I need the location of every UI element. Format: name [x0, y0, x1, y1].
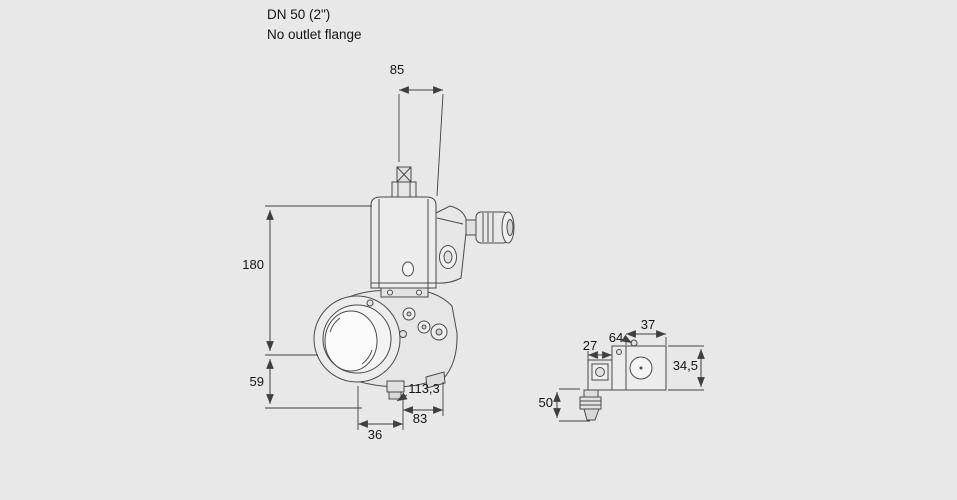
dim-50: 50: [539, 388, 590, 422]
dim-37-label: 37: [641, 317, 655, 332]
dim-64: 64: [609, 330, 633, 345]
model-label: DN 50 (2"): [267, 7, 330, 22]
flange-bore: [324, 310, 378, 372]
tap-circle-3-center: [435, 328, 443, 336]
dimensions-main: 85 180 59 36: [242, 62, 444, 442]
dim-85: 85: [390, 62, 444, 197]
bore-thread-arc-bottom: [361, 349, 373, 365]
bonnet-bolt-left: [387, 289, 393, 296]
detail-connector-circle: [595, 367, 605, 377]
dimensions-detail: 27 64 37 34,5 50: [539, 317, 705, 422]
dim-113-3-leader: [396, 392, 408, 402]
dome-port: [402, 261, 414, 277]
title-block: DN 50 (2") No outlet flange: [267, 7, 362, 42]
dim-85-label: 85: [390, 62, 404, 77]
tap-circle-2-center: [421, 324, 427, 330]
flange-screw: [366, 299, 374, 307]
gland-body: [579, 396, 602, 410]
gland-neck: [583, 389, 599, 398]
dim-37: 37: [625, 317, 667, 345]
dim-27: 27: [583, 338, 612, 361]
right-housing-edge: [436, 217, 464, 225]
cap-cross-2: [396, 166, 412, 183]
right-housing: [435, 205, 468, 284]
dim-64-label: 64: [609, 330, 623, 345]
gland-tip: [583, 408, 600, 421]
detail-screw: [616, 349, 622, 355]
detail-dial-center: [639, 366, 643, 370]
housing-port-inner: [443, 250, 453, 264]
dim-34-5-label: 34,5: [673, 358, 698, 373]
dim-59: 59: [250, 359, 362, 409]
valve-main-view: [313, 166, 515, 400]
dim-85-ext-right: [436, 93, 444, 197]
dim-113-3-label: 113,3: [408, 381, 440, 396]
cap-base: [391, 181, 417, 198]
dim-36-label: 36: [368, 427, 382, 442]
dim-59-label: 59: [250, 374, 264, 389]
dim-180: 180: [242, 205, 372, 356]
dim-27-label: 27: [583, 338, 597, 353]
dim-113-3: 113,3: [396, 381, 440, 402]
dim-83: 83: [403, 382, 444, 426]
dim-34-5: 34,5: [668, 345, 705, 391]
actuator-detail-view: [579, 339, 667, 421]
bore-thread-arc-top: [329, 317, 341, 333]
tap-circle-1-center: [406, 311, 412, 317]
dim-180-label: 180: [242, 257, 264, 272]
valve-foot-left: [386, 380, 405, 393]
actuator-dome: [370, 196, 437, 289]
variant-label: No outlet flange: [267, 27, 362, 42]
valve-foot-right: [425, 371, 446, 389]
tap-circle-4: [399, 330, 407, 338]
dim-50-label: 50: [539, 395, 553, 410]
dim-83-label: 83: [413, 411, 427, 426]
bonnet-bolt-right: [416, 289, 422, 296]
valve-foot-left-step: [388, 391, 402, 400]
solenoid-end-hub: [506, 219, 514, 236]
